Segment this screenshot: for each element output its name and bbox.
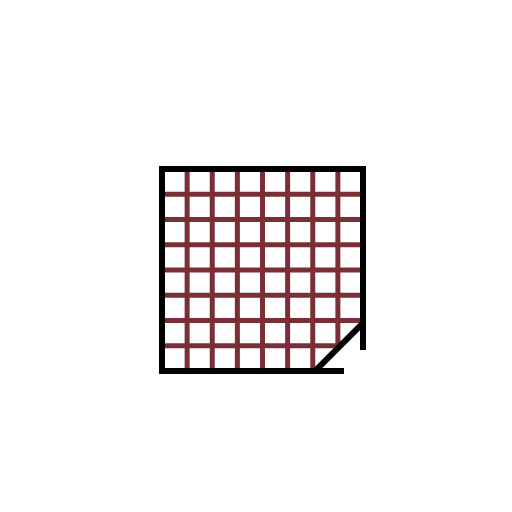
paper-outline <box>159 166 366 374</box>
folded-corner-edge <box>312 320 366 374</box>
grid-lines <box>162 169 363 371</box>
paper-border <box>159 166 366 374</box>
